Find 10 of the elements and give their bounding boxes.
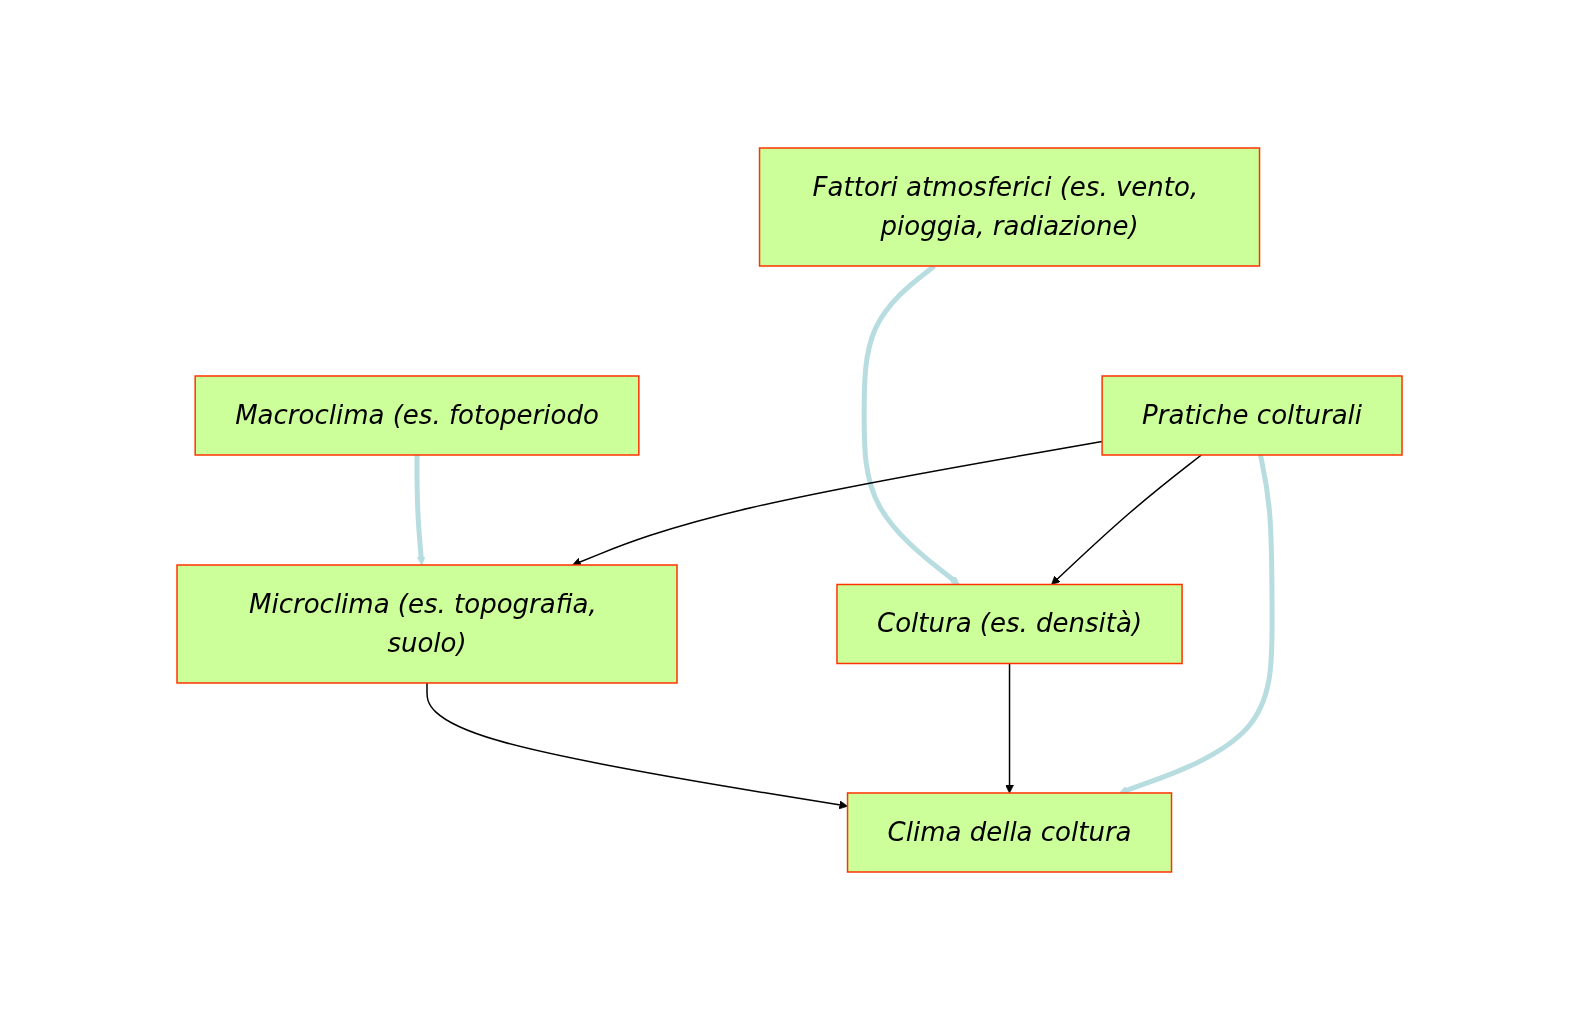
node-box: Pratiche colturali bbox=[1101, 375, 1404, 456]
arrow bbox=[1051, 454, 1203, 585]
arrow bbox=[1005, 662, 1015, 794]
arrow bbox=[426, 682, 849, 810]
node-box: Macroclima (es. fotoperiodo bbox=[194, 375, 641, 456]
node-box: Clima della coltura bbox=[847, 792, 1173, 873]
arrow bbox=[415, 455, 426, 566]
node-box: Fattori atmosferici (es. vento, pioggia, radiazione) bbox=[759, 147, 1261, 267]
node-box: Microclima (es. topografia, suolo) bbox=[176, 564, 679, 684]
node-box: Coltura (es. densità) bbox=[836, 583, 1184, 665]
